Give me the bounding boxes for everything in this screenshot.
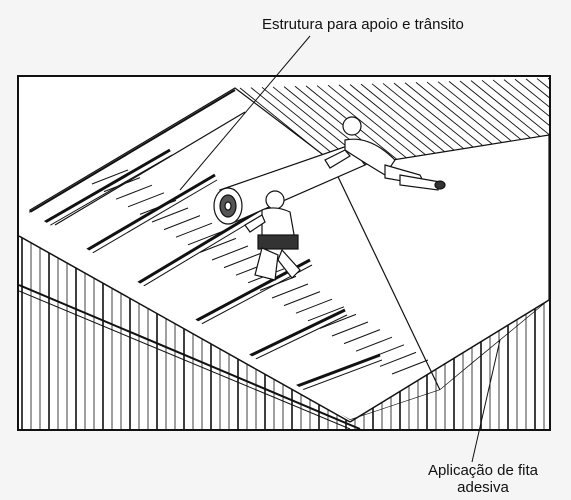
drawing-line — [514, 78, 549, 108]
drawing-line — [331, 321, 369, 337]
drawing-line — [492, 79, 549, 126]
drawing-line — [503, 79, 549, 117]
drawing-line — [459, 80, 549, 154]
drawing-line — [319, 313, 357, 329]
drawing-line — [69, 173, 216, 262]
drawing-line — [283, 291, 321, 307]
drawing-line — [151, 207, 189, 223]
drawing-line — [199, 237, 237, 253]
worker-kneeling — [244, 190, 301, 281]
drawing-line — [355, 336, 393, 352]
drawing-line — [470, 80, 549, 145]
drawing-line — [103, 177, 141, 193]
drawing-line — [41, 154, 173, 231]
drawing-line — [175, 222, 213, 238]
drawing-line — [391, 359, 429, 375]
leader-line-structure — [179, 35, 311, 191]
drawing-line — [39, 148, 171, 227]
drawing-line — [307, 306, 345, 322]
tape-callout-line1: Aplicação de fita — [427, 462, 539, 479]
drawing-line — [115, 184, 153, 200]
drawing-line — [547, 77, 549, 80]
tape-callout: Aplicação de fita adesiva — [398, 462, 568, 496]
drawing-line — [71, 179, 218, 266]
drawing-line — [481, 79, 549, 136]
drawing-line — [295, 298, 333, 314]
drawing-line — [127, 192, 165, 208]
worker-lying — [324, 116, 446, 191]
drawing-line — [163, 215, 201, 231]
tape-callout-line2: adesiva — [457, 479, 509, 496]
drawing-line — [343, 329, 381, 345]
drawing-line — [91, 169, 129, 185]
wall-cladding — [19, 212, 549, 429]
drawing-line — [187, 230, 225, 246]
drawing-line — [223, 253, 261, 269]
drawing-line — [271, 283, 309, 299]
drawing-line — [559, 78, 571, 175]
leader-line-tape — [471, 339, 501, 463]
structure-callout: Estrutura para apoio e trânsito — [262, 16, 464, 33]
drawing-line — [448, 81, 549, 163]
drawing-line — [379, 351, 417, 367]
drawing-line — [211, 245, 249, 261]
drawing-line — [525, 78, 549, 99]
